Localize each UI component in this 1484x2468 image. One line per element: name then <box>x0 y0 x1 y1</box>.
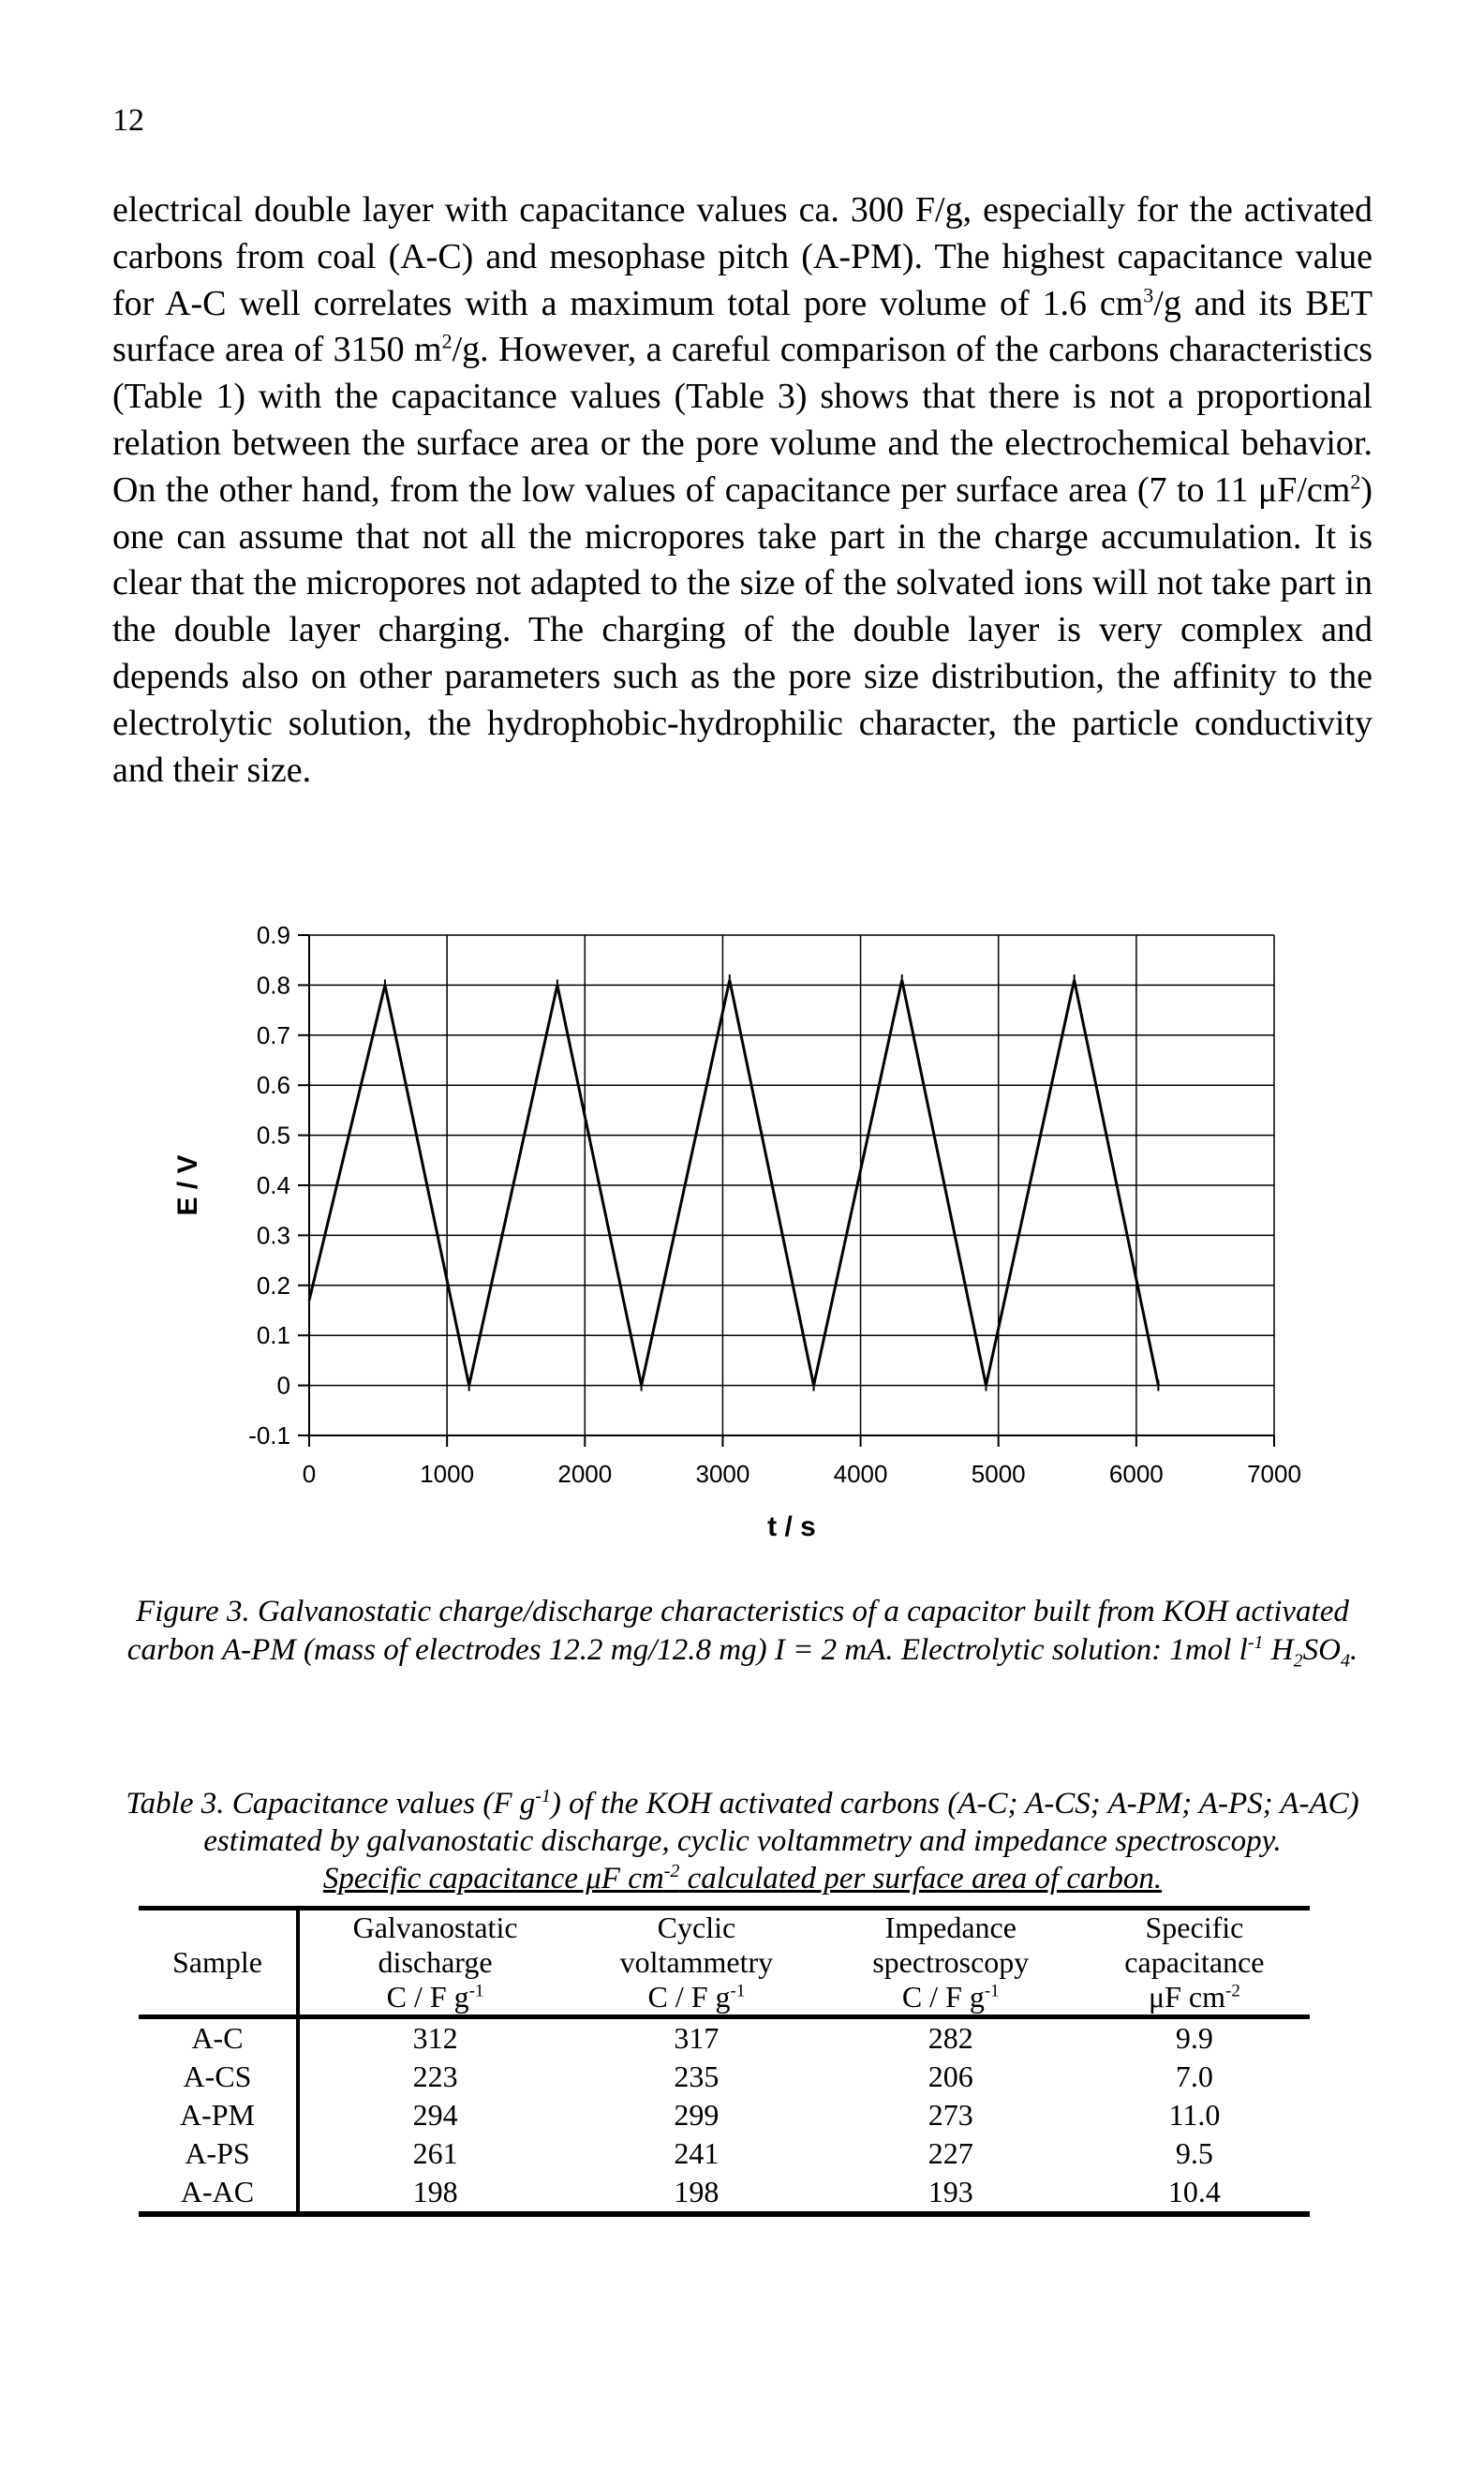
cell-impedance: 273 <box>928 2098 973 2132</box>
x-axis-title: t / s <box>767 1511 816 1542</box>
y-tick-label: 0.5 <box>257 1122 290 1150</box>
y-tick-label: 0.4 <box>257 1171 290 1199</box>
superscript: 3 <box>1143 282 1154 306</box>
superscript: 2 <box>441 329 453 353</box>
superscript: -1 <box>535 1786 551 1806</box>
subscript: 2 <box>1293 1650 1303 1672</box>
x-tick-label: 2000 <box>557 1460 612 1488</box>
cell-sample: A-CS <box>139 2058 300 2096</box>
table-row: A-AC 198 198 193 10.4 <box>139 2173 1310 2214</box>
figure-caption: Figure 3. Galvanostatic charge/discharge… <box>112 1593 1373 1672</box>
cell-galvanostatic: 223 <box>412 2059 458 2093</box>
chart-labels: 0.9 0.8 0.7 0.6 0.5 0.4 0.3 0.2 0.1 0 -0.1 0 1000 200… <box>172 921 1301 1542</box>
cell-galvanostatic: 198 <box>412 2175 458 2208</box>
cell-specific-capacitance: 7.0 <box>1175 2059 1213 2093</box>
table-row: A-C 312 317 282 9.9 <box>139 2016 1310 2058</box>
cell-specific-capacitance: 9.5 <box>1175 2136 1213 2170</box>
figure-caption-text: H <box>1263 1633 1294 1667</box>
table-row: A-PS 261 241 227 9.5 <box>139 2134 1310 2173</box>
x-tick-label: 4000 <box>834 1460 888 1488</box>
charge-discharge-chart: 0.9 0.8 0.7 0.6 0.5 0.4 0.3 0.2 0.1 0 -0.1 0 1000 200… <box>172 921 1301 1542</box>
x-tick-label: 1000 <box>420 1460 474 1488</box>
y-tick-label: 0.6 <box>257 1071 290 1099</box>
cell-specific-capacitance: 11.0 <box>1168 2098 1221 2132</box>
y-tick-label: 0.8 <box>257 971 290 999</box>
header-sample: Sample <box>139 1908 300 2017</box>
figure-caption-text: SO <box>1302 1633 1341 1667</box>
series-line <box>307 979 1160 1386</box>
chart-axes <box>298 934 1275 1447</box>
figure-caption-text: Figure 3. Galvanostatic charge/discharge… <box>126 1595 1349 1667</box>
cell-sample: A-AC <box>139 2173 300 2214</box>
y-tick-label: 0.2 <box>257 1271 290 1300</box>
superscript: -1 <box>1247 1632 1264 1653</box>
subscript: 4 <box>1340 1650 1350 1672</box>
body-text-3: /g. However, a careful comparison of the… <box>112 330 1373 510</box>
x-tick-label: 7000 <box>1247 1460 1301 1488</box>
cell-cyclic-voltammetry: 198 <box>674 2175 720 2208</box>
cell-impedance: 282 <box>928 2021 973 2055</box>
table-caption-text: ) of the KOH activated carbons (A-C; A-C… <box>203 1787 1359 1858</box>
x-tick-label: 5000 <box>972 1460 1026 1488</box>
cell-cyclic-voltammetry: 317 <box>674 2021 720 2055</box>
table-caption: Table 3. Capacitance values (F g-1) of t… <box>112 1785 1373 1897</box>
figure-caption-text: . <box>1349 1633 1358 1667</box>
x-tick-label: 3000 <box>696 1460 750 1488</box>
y-tick-label: 0 <box>277 1372 290 1400</box>
chart-grid <box>308 934 1275 1436</box>
body-text-4: ) one can assume that not all the microp… <box>112 469 1373 790</box>
cell-cyclic-voltammetry: 241 <box>674 2136 720 2170</box>
cell-impedance: 227 <box>928 2136 973 2170</box>
superscript: 2 <box>1350 469 1361 494</box>
body-paragraph: electrical double layer with capacitance… <box>112 187 1373 794</box>
cell-impedance: 193 <box>928 2175 973 2208</box>
cell-sample: A-C <box>139 2016 300 2058</box>
body-text-2: /g and its BET surface area of 3150 m <box>112 283 1373 370</box>
cell-sample: A-PM <box>139 2096 300 2134</box>
table-row: A-PM 294 299 273 11.0 <box>139 2096 1310 2134</box>
y-tick-label: 0.1 <box>257 1321 290 1349</box>
cell-specific-capacitance: 10.4 <box>1167 2175 1221 2208</box>
cell-galvanostatic: 294 <box>412 2098 458 2132</box>
y-axis-title: E / V <box>172 1154 203 1215</box>
table-caption-text: Table 3. Capacitance values (F g <box>126 1787 536 1821</box>
y-tick-label: 0.9 <box>257 921 290 949</box>
page-number: 12 <box>112 103 144 138</box>
cell-specific-capacitance: 9.9 <box>1175 2021 1213 2055</box>
y-tick-label: -0.1 <box>248 1421 290 1450</box>
chart-series <box>307 974 1160 1391</box>
cell-galvanostatic: 312 <box>412 2021 458 2055</box>
table-caption-note: Specific capacitance μF cm-2 calculated … <box>322 1861 1163 1896</box>
x-tick-label: 6000 <box>1109 1460 1164 1488</box>
cell-impedance: 206 <box>928 2059 973 2093</box>
cell-cyclic-voltammetry: 299 <box>674 2098 720 2132</box>
body-text-1: electrical double layer with capacitance… <box>112 190 1373 323</box>
table-row: A-CS 223 235 206 7.0 <box>139 2058 1310 2096</box>
y-tick-label: 0.7 <box>257 1021 290 1049</box>
y-tick-label: 0.3 <box>257 1221 290 1249</box>
cell-sample: A-PS <box>139 2134 300 2173</box>
cell-cyclic-voltammetry: 235 <box>674 2059 720 2093</box>
cell-galvanostatic: 261 <box>412 2136 458 2170</box>
x-tick-label: 0 <box>303 1460 316 1488</box>
